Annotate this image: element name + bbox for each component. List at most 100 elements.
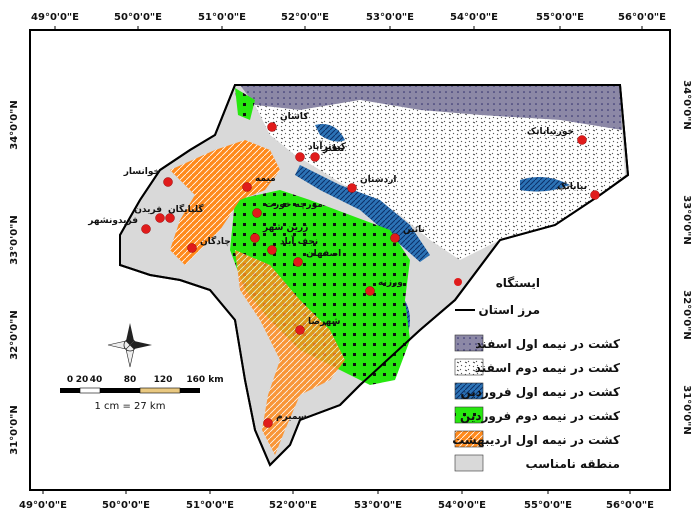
bottom-tick-label: 53°0'0"E	[354, 500, 402, 511]
station-label: نجف آباد	[280, 235, 318, 247]
station-marker	[577, 135, 587, 145]
scale-tick-label: 160 km	[186, 375, 223, 385]
top-tick-label: 54°0'0"E	[450, 12, 498, 23]
station-label: شهرضا	[308, 317, 341, 327]
left-tick-label: 33°0'0"N	[9, 215, 20, 264]
top-tick-label: 52°0'0"E	[281, 12, 329, 23]
station-marker	[267, 245, 277, 255]
station-marker	[242, 182, 252, 192]
left-tick-label: 34°0'0"N	[9, 100, 20, 149]
right-tick-label: 31°0'0"N	[681, 385, 692, 434]
station-marker	[310, 152, 320, 162]
station-marker	[295, 152, 305, 162]
top-tick-label: 56°0'0"E	[618, 12, 666, 23]
station-marker	[267, 122, 277, 132]
station-label: زرین شهر	[262, 223, 308, 233]
zone-esfand-first-half	[240, 85, 622, 130]
station-label: خوانسار	[123, 167, 160, 177]
legend-swatch	[454, 454, 484, 472]
station-marker	[252, 208, 262, 218]
legend-swatch	[454, 382, 484, 400]
station-marker	[347, 183, 357, 193]
top-tick-label: 53°0'0"E	[366, 12, 414, 23]
legend-swatch	[454, 358, 484, 376]
right-tick-label: 33°0'0"N	[681, 195, 692, 244]
station-marker	[365, 286, 375, 296]
zone-esfand-second-half	[255, 100, 625, 260]
zone-ordibehesht-first-half-south	[235, 250, 345, 455]
scale-tick-label: 80	[124, 375, 137, 385]
station-label: نطنز	[322, 144, 344, 154]
scale-tick-label: 40	[90, 375, 103, 385]
station-label: سمیرم	[276, 412, 307, 422]
bottom-tick-label: 52°0'0"E	[269, 500, 317, 511]
station-label: کبوترآباد	[308, 140, 347, 152]
station-marker	[590, 190, 600, 200]
bottom-tick-label: 51°0'0"E	[186, 500, 234, 511]
bottom-tick-label: 55°0'0"E	[524, 500, 572, 511]
legend-class-label: کشت در نیمه اول فروردین	[460, 385, 620, 400]
legend-station-symbol	[454, 278, 462, 286]
scale-ratio: 1 cm = 27 km	[95, 401, 166, 412]
bottom-tick-label: 49°0'0"E	[19, 500, 67, 511]
station-marker	[263, 418, 273, 428]
left-tick-label: 32°0'0"N	[9, 310, 20, 359]
station-label: کاشان	[280, 112, 309, 122]
legend-class-label: کشت در نیمه اول اردیبهشت	[452, 433, 620, 448]
station-label: مورچه خورت	[265, 200, 323, 210]
legend: ایستگاه مرز استان کشت در نیمه اول اسفند ک…	[452, 276, 620, 472]
station-label: بیابانک	[557, 182, 587, 192]
scale-tick-label: 0	[67, 375, 73, 385]
station-marker	[141, 224, 151, 234]
legend-border-label: مرز استان	[478, 303, 540, 317]
right-graticule-labels: 34°0'0"N 33°0'0"N 32°0'0"N 31°0'0"N	[681, 80, 692, 434]
zone-farvardin-second-half-north	[235, 88, 255, 120]
top-tick-label: 49°0'0"E	[31, 12, 79, 23]
station-label: فریدونشهر	[87, 216, 138, 226]
bottom-tick-label: 54°0'0"E	[438, 500, 486, 511]
station-marker	[293, 257, 303, 267]
scale-tick-label: 120	[154, 375, 173, 385]
legend-swatch	[454, 430, 484, 448]
top-tick-label: 51°0'0"E	[198, 12, 246, 23]
station-marker	[187, 243, 197, 253]
station-marker	[155, 213, 165, 223]
scale-tick-label: 20	[76, 375, 89, 385]
north-arrow	[107, 323, 152, 368]
station-label: خوربیابانک	[527, 127, 574, 137]
station-label: ورزنه	[378, 278, 403, 288]
legend-swatch	[454, 406, 484, 424]
left-graticule-labels: 34°0'0"N33°0'0"N32°0'0"N31°0'0"N	[9, 100, 20, 454]
station-label: اردستان	[360, 175, 396, 185]
top-tick-label: 55°0'0"E	[536, 12, 584, 23]
legend-class-label: منطقه نامناسب	[526, 457, 620, 471]
zone-farvardin-first-half-north	[315, 124, 345, 142]
station-marker	[390, 233, 400, 243]
station-label: چادگان	[200, 235, 231, 247]
legend-class-label: کشت در نیمه دوم فروردین	[460, 409, 620, 424]
legend-class-label: کشت در نیمه دوم اسفند	[475, 361, 620, 376]
station-marker	[165, 213, 175, 223]
station-layer: کاشان نطنز اردستان کبوترآباد میمه خوانسار فرید…	[87, 112, 600, 428]
bottom-tick-label: 50°0'0"E	[102, 500, 150, 511]
station-label: گلپایگان	[168, 203, 204, 215]
top-graticule-labels: 49°0'0"E 50°0'0"E 51°0'0"E 52°0'0"E 53°0'0"E…	[31, 12, 666, 30]
legend-class-label: کشت در نیمه اول اسفند	[475, 337, 620, 352]
bottom-tick-label: 56°0'0"E	[606, 500, 654, 511]
province-border-line	[119, 84, 630, 467]
station-label: نائین	[403, 225, 425, 235]
zone-ordibehesht-first-half	[170, 140, 280, 265]
top-tick-label: 50°0'0"E	[114, 12, 162, 23]
station-marker	[250, 233, 260, 243]
station-marker	[295, 325, 305, 335]
right-tick-label: 32°0'0"N	[681, 290, 692, 339]
bottom-graticule-labels: 49°0'0"E 50°0'0"E 51°0'0"E 52°0'0"E 53°0'0"E…	[19, 490, 654, 511]
station-label: اصفهان	[306, 249, 341, 259]
zone-farvardin-second-half	[230, 190, 410, 385]
station-label: فریدن	[134, 205, 162, 215]
right-tick-label: 34°0'0"N	[681, 80, 692, 129]
legend-station-label: ایستگاه	[496, 276, 540, 290]
station-label: میمه	[255, 174, 276, 184]
